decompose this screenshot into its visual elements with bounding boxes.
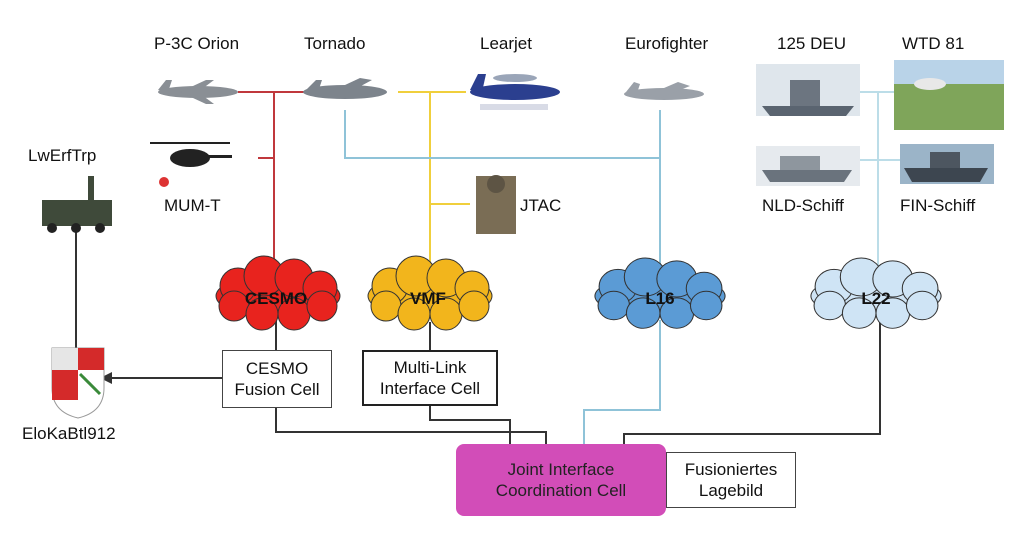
- wtd81-label: WTD 81: [902, 34, 965, 53]
- l22-to-jicc-line: [623, 316, 881, 444]
- lwerftrp-label: LwErfTrp: [28, 146, 97, 165]
- jicc-box: Joint Interface Coordination Cell: [456, 444, 666, 516]
- eurofighter-label: Eurofighter: [625, 34, 709, 53]
- fin-ship-label: FIN-Schiff: [900, 196, 976, 215]
- eurofighter-image: [624, 82, 704, 100]
- tornado-image: [303, 78, 387, 99]
- multilink-cell-line1: Multi-Link: [393, 358, 467, 377]
- multilink-interface-cell-box: Multi-Link Interface Cell: [362, 350, 498, 406]
- p3c-orion-label: P-3C Orion: [154, 34, 240, 53]
- fin-ship-image: [900, 144, 994, 184]
- p3c-orion-image: [158, 80, 238, 104]
- jtac-label: JTAC: [520, 196, 562, 215]
- fusion-picture-line2: Lagebild: [698, 481, 764, 500]
- jtac-image: [476, 175, 516, 234]
- fusion-picture-line1: Fusioniertes: [684, 460, 778, 479]
- cesmo-fusion-to-jicc-line: [275, 408, 547, 444]
- cesmo-fusion-cell-line1: CESMO: [245, 359, 309, 378]
- lwerftrp-image: [42, 176, 112, 233]
- multilink-to-jicc-line: [429, 406, 511, 444]
- vmf-link-line: [398, 91, 470, 290]
- elokabtl-coat-of-arms-image: [51, 347, 105, 419]
- mumt-label: MUM-T: [164, 196, 221, 215]
- cesmo-fusion-cell-box: CESMO Fusion Cell: [222, 350, 332, 408]
- l16-cloud-label: L16: [645, 289, 674, 308]
- jicc-line2: Coordination Cell: [495, 481, 627, 500]
- l16-to-jicc-line: [583, 320, 661, 444]
- nld-ship-image: [756, 146, 860, 186]
- tornado-label: Tornado: [304, 34, 366, 53]
- learjet-label: Learjet: [480, 34, 532, 53]
- jicc-line1: Joint Interface: [507, 460, 615, 479]
- cesmo-cloud-label: CESMO: [245, 289, 307, 308]
- learjet-image: [470, 74, 560, 110]
- cesmo-link-line: [238, 91, 308, 290]
- elokabtl-label: EloKaBtl912: [22, 424, 116, 443]
- multilink-cell-line2: Interface Cell: [379, 379, 481, 398]
- wtd81-facility-image: [894, 60, 1004, 130]
- helicopter-image: [150, 142, 232, 187]
- fusion-picture-box: Fusioniertes Lagebild: [666, 452, 796, 508]
- nld-ship-label: NLD-Schiff: [762, 196, 844, 215]
- deu125-label: 125 DEU: [777, 34, 846, 53]
- cesmo-fusion-cell-line2: Fusion Cell: [234, 380, 320, 399]
- deu125-ship-image: [756, 64, 860, 116]
- vmf-cloud-label: VMF: [410, 289, 446, 308]
- l22-cloud-label: L22: [861, 289, 890, 308]
